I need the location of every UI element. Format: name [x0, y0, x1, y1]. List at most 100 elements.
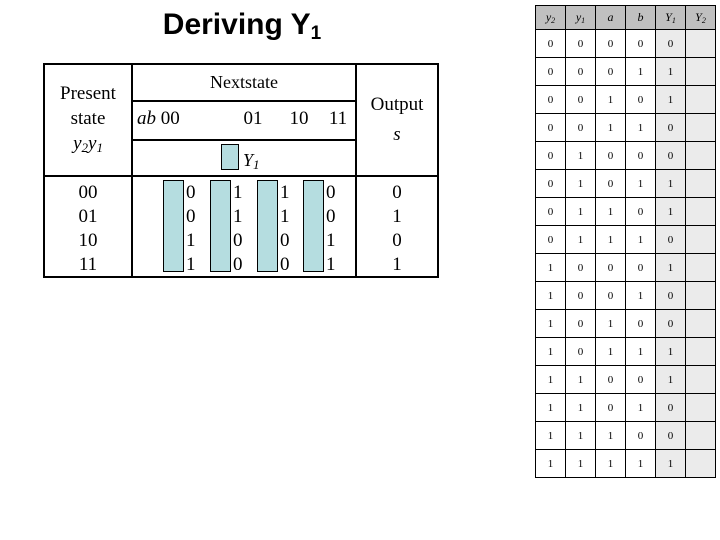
truth-header-a: a [595, 5, 626, 30]
state-transition-table: Present state y2y1 Nextstate ab 00 01 10… [43, 63, 439, 278]
truth-cell-a: 0 [595, 57, 626, 86]
truth-cell-b: 0 [625, 85, 656, 114]
y1-digit: 1 [280, 182, 290, 203]
truth-cell-y1: 1 [565, 141, 596, 170]
y1-digit: 1 [280, 206, 290, 227]
truth-cell-b: 0 [625, 421, 656, 450]
truth-cell-Y1: 1 [655, 449, 686, 478]
y1-digit: 0 [280, 254, 290, 275]
truth-cell-Y2 [685, 29, 716, 58]
y1-digit: 1 [186, 254, 196, 275]
truth-cell-b: 0 [625, 141, 656, 170]
truth-cell-Y1: 1 [655, 197, 686, 226]
truth-cell-y2: 0 [535, 225, 566, 254]
truth-cell-Y1: 1 [655, 253, 686, 282]
y1-digits: 1 1 0 0 [233, 181, 243, 277]
truth-cell-Y1: 0 [655, 113, 686, 142]
output-header: Output s [357, 65, 437, 175]
page-title-subscript: 1 [310, 23, 322, 44]
truth-cell-Y2 [685, 393, 716, 422]
truth-cell-b: 1 [625, 449, 656, 478]
truth-cell-y2: 1 [535, 393, 566, 422]
truth-cell-y2: 0 [535, 113, 566, 142]
truth-cell-b: 0 [625, 29, 656, 58]
output-header-line1: Output [370, 94, 424, 115]
truth-cell-Y1: 0 [655, 29, 686, 58]
y1-digit: 1 [186, 230, 196, 251]
truth-cell-y1: 0 [565, 29, 596, 58]
truth-header-Y2: Y2 [685, 5, 716, 30]
y1-digit: 0 [186, 182, 196, 203]
truth-cell-Y2 [685, 113, 716, 142]
truth-cell-b: 1 [625, 169, 656, 198]
truth-cell-Y2 [685, 281, 716, 310]
state-table-body: 0 0 0 1 10 1 1 0 0 1 1 1 1 0 0 [45, 177, 437, 276]
table-vline-present [131, 65, 133, 276]
truth-cell-Y2 [685, 169, 716, 198]
truth-cell-Y1: 1 [655, 57, 686, 86]
truth-cell-y2: 0 [535, 85, 566, 114]
nextstate-column-00: 0 0 1 1 [163, 177, 215, 278]
output-values: 0 1 0 1 [357, 177, 437, 277]
truth-cell-Y1: 1 [655, 365, 686, 394]
table-hline-nextstate [133, 100, 355, 102]
truth-cell-Y1: 0 [655, 421, 686, 450]
ab-label-11: 11 [328, 108, 348, 129]
truth-header-y1: y1 [565, 5, 596, 30]
truth-cell-y2: 0 [535, 197, 566, 226]
truth-cell-y1: 1 [565, 393, 596, 422]
present-state-value: 10 [78, 230, 98, 251]
ab-label-10: 10 [289, 108, 309, 129]
truth-cell-y2: 0 [535, 29, 566, 58]
truth-cell-a: 1 [595, 113, 626, 142]
y1-legend-row: Y1 [133, 141, 355, 175]
truth-cell-Y2 [685, 449, 716, 478]
truth-cell-y1: 0 [565, 85, 596, 114]
truth-cell-Y2 [685, 309, 716, 338]
truth-header-Y1: Y1 [655, 5, 686, 30]
y1-digit: 1 [326, 230, 336, 251]
truth-cell-a: 0 [595, 281, 626, 310]
truth-cell-Y1: 1 [655, 337, 686, 366]
truth-cell-y2: 1 [535, 337, 566, 366]
present-state-vars: y2y1 [73, 132, 103, 155]
y1-legend-highlight-box [221, 144, 239, 170]
truth-cell-Y2 [685, 225, 716, 254]
y1-digit: 1 [233, 182, 243, 203]
truth-cell-y1: 1 [565, 365, 596, 394]
present-state-header: Present state y2y1 [45, 65, 131, 175]
truth-header-y2: y2 [535, 5, 566, 30]
truth-cell-b: 0 [625, 309, 656, 338]
truth-cell-a: 1 [595, 449, 626, 478]
truth-cell-y1: 0 [565, 113, 596, 142]
truth-cell-a: 1 [595, 337, 626, 366]
y1-digit: 1 [326, 254, 336, 275]
y2-cover-box [210, 180, 231, 272]
y1-digit: 0 [326, 182, 336, 203]
truth-cell-b: 1 [625, 57, 656, 86]
truth-cell-Y2 [685, 365, 716, 394]
truth-cell-y1: 1 [565, 169, 596, 198]
truth-cell-a: 0 [595, 365, 626, 394]
nextstate-header: Nextstate [210, 72, 278, 92]
truth-cell-y1: 1 [565, 225, 596, 254]
truth-cell-Y2 [685, 421, 716, 450]
output-header-var: s [393, 124, 401, 145]
truth-cell-b: 1 [625, 113, 656, 142]
y1-digits: 0 0 1 1 [186, 181, 196, 277]
table-vline-output [355, 65, 357, 276]
truth-cell-a: 1 [595, 85, 626, 114]
table-hline-ab [133, 139, 355, 141]
truth-cell-a: 0 [595, 141, 626, 170]
